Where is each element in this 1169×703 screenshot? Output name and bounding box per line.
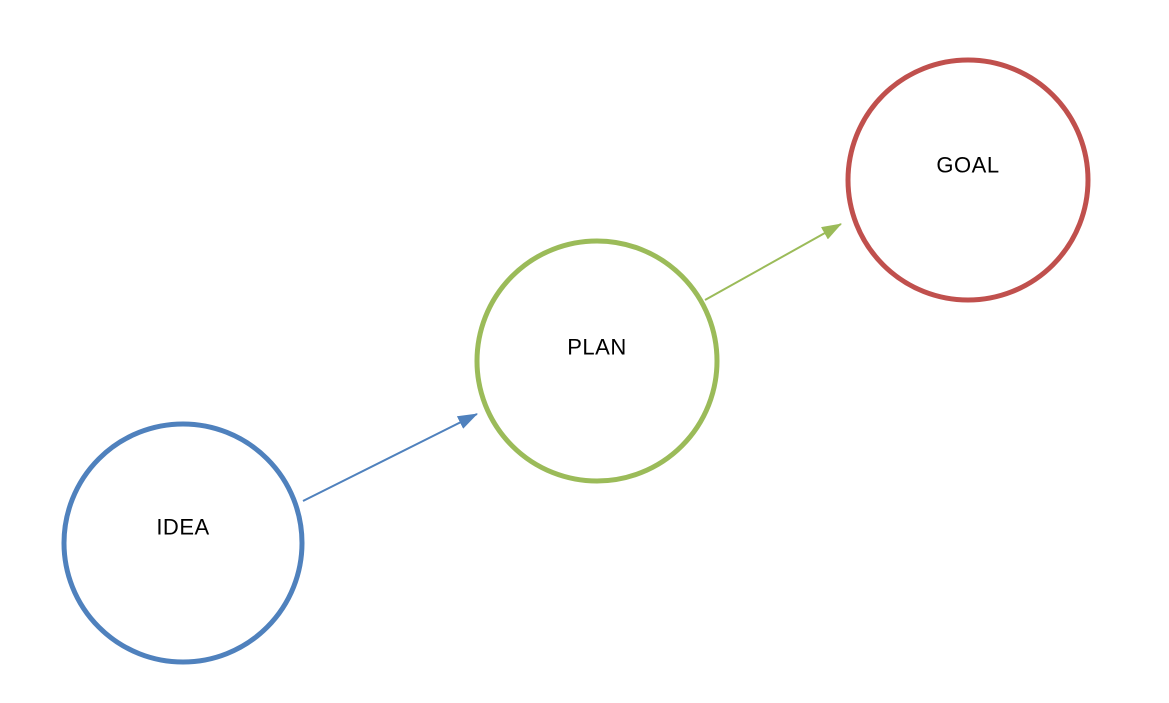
connector-arrow-idea-to-plan[interactable] bbox=[302, 413, 478, 502]
node-label-goal: GOAL bbox=[936, 153, 999, 178]
node-label-idea: IDEA bbox=[156, 515, 209, 540]
node-label-plan: PLAN bbox=[567, 335, 626, 360]
node-circle-plan[interactable] bbox=[474, 238, 720, 484]
node-circle-goal[interactable] bbox=[845, 57, 1091, 303]
connector-arrow-plan-to-goal[interactable] bbox=[704, 223, 842, 301]
node-circle-idea[interactable] bbox=[61, 421, 305, 665]
